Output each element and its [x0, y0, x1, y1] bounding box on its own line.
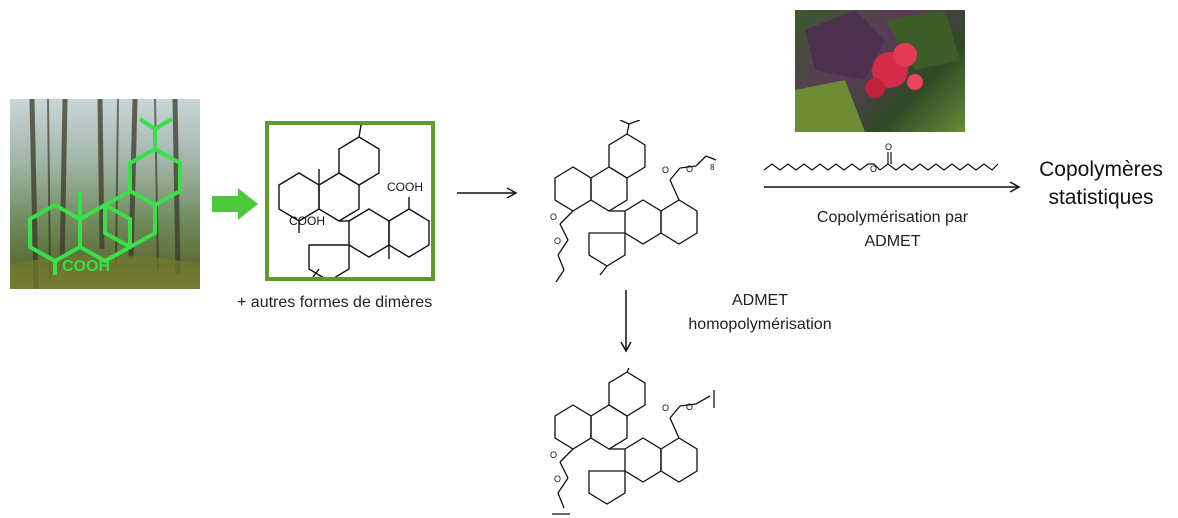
- monomer-subscript-n: 8: [710, 163, 715, 172]
- svg-text:O: O: [554, 474, 561, 484]
- dimer-diene-monomer: O O O O 8: [550, 120, 717, 283]
- forest-photo: COOH: [10, 99, 200, 289]
- abietic-acid-molecule: [28, 117, 182, 275]
- arrow-to-monomer: [457, 187, 518, 199]
- copolymerisation-caption: Copolymérisation par ADMET: [770, 209, 1015, 251]
- svg-text:O: O: [662, 403, 669, 413]
- homopolymerisation-line1: ADMET: [732, 292, 788, 309]
- abietic-cooh-label: COOH: [62, 258, 110, 275]
- homopolymerisation-caption: ADMET homopolymérisation: [650, 292, 870, 334]
- svg-text:O: O: [686, 164, 693, 174]
- dimer-frame: COOH COOH: [265, 118, 435, 282]
- castor-plant-photo: [795, 10, 965, 132]
- arrow-down-homopolymer: [620, 290, 632, 353]
- homopolymer-structure: O O O O: [550, 368, 715, 515]
- arrow-to-copolymers: [764, 181, 1021, 193]
- dimer-cooh-bottom: COOH: [289, 214, 325, 228]
- svg-text:O: O: [686, 402, 693, 412]
- svg-text:O: O: [550, 212, 557, 222]
- svg-text:O: O: [662, 165, 669, 175]
- svg-text:O: O: [885, 142, 892, 152]
- product-line2: statistiques: [1048, 186, 1154, 209]
- svg-text:O: O: [870, 164, 877, 174]
- svg-text:O: O: [554, 236, 561, 246]
- other-dimers-caption: + autres formes de dimères: [237, 294, 433, 311]
- dimer-cooh-top: COOH: [387, 180, 423, 194]
- product-caption: Copolymères statistiques: [1026, 158, 1176, 210]
- copolymerisation-line2: ADMET: [864, 233, 921, 250]
- comonomer-diene: O O: [763, 142, 999, 174]
- copolymerisation-line1: Copolymérisation par: [816, 209, 969, 226]
- homopolymerisation-line2: homopolymérisation: [688, 316, 832, 333]
- green-arrow: [212, 188, 258, 220]
- svg-text:O: O: [550, 450, 557, 460]
- product-line1: Copolymères: [1039, 158, 1163, 181]
